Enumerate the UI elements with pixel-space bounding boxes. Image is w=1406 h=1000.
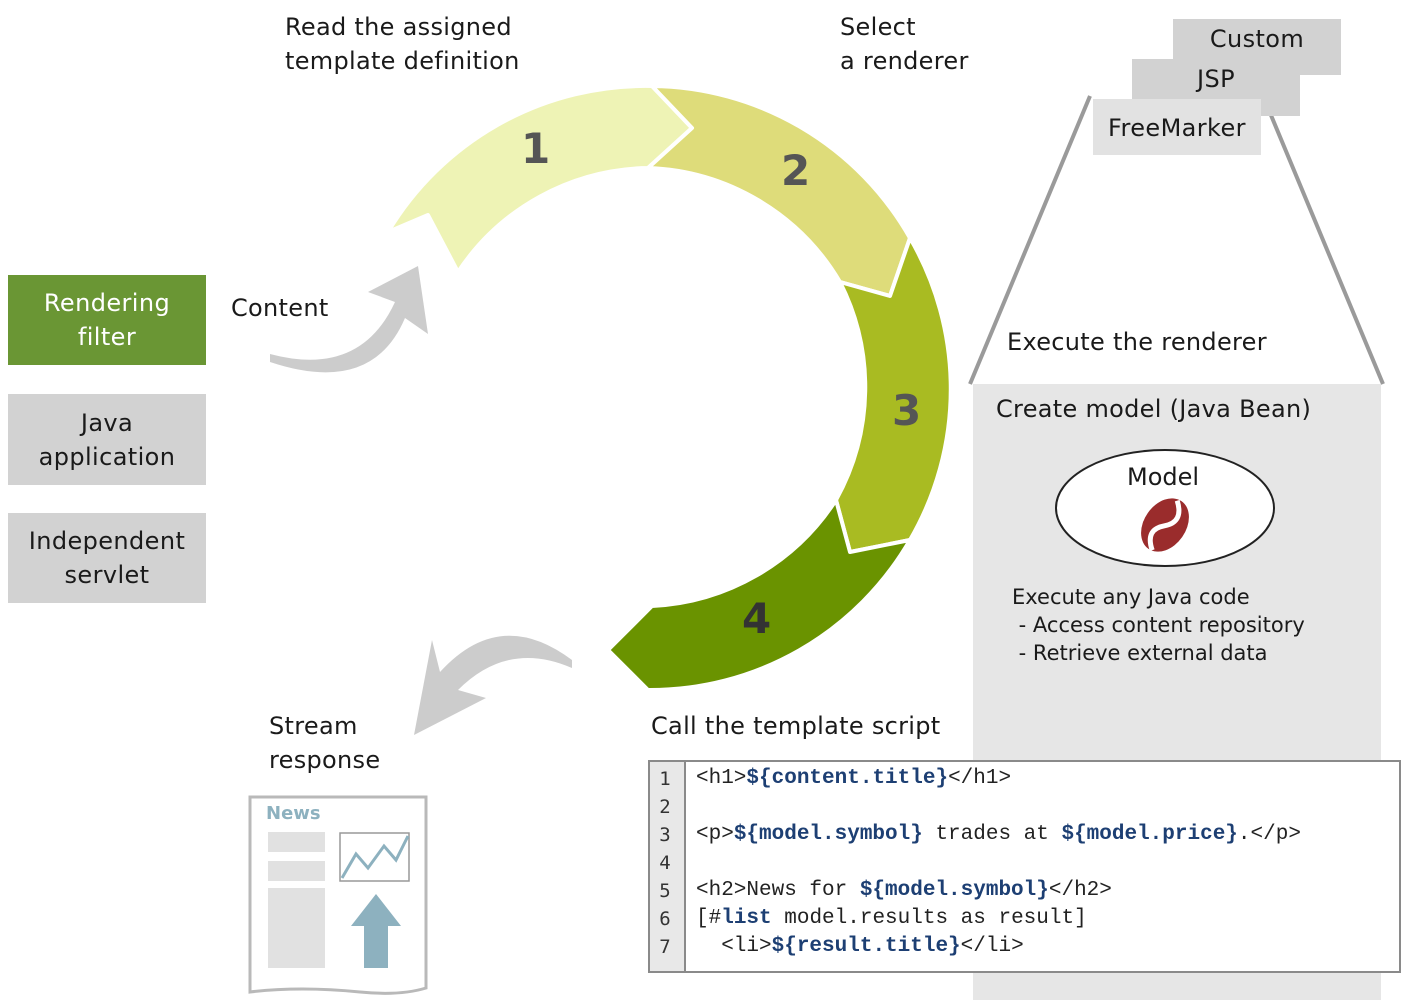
stream-response-label: Stream response bbox=[269, 709, 380, 777]
read-template-line-2: template definition bbox=[285, 47, 520, 75]
stream-response-line-2: response bbox=[269, 746, 381, 774]
execute-java-title: Execute any Java code bbox=[1012, 585, 1250, 609]
read-template-line-1: Read the assigned bbox=[285, 13, 512, 41]
code-text: </h2> bbox=[1048, 879, 1112, 902]
step-number-1: 1 bbox=[521, 124, 551, 173]
code-expression: list bbox=[721, 907, 772, 930]
content-arrow-icon bbox=[270, 266, 428, 373]
renderer-freemarker: FreeMarker bbox=[1093, 99, 1261, 155]
code-expression: ${model.price} bbox=[1061, 823, 1238, 846]
select-renderer-line-2: a renderer bbox=[840, 47, 969, 75]
rendering-filter-line-1: Rendering bbox=[43, 289, 171, 317]
line-number: 1 bbox=[659, 768, 671, 790]
independent-servlet-box: Independent servlet bbox=[8, 513, 206, 603]
line-number: 4 bbox=[659, 852, 671, 874]
code-text: <li> bbox=[696, 935, 772, 958]
create-model-title: Create model (Java Bean) bbox=[996, 395, 1312, 423]
stream-response-line-1: Stream bbox=[269, 712, 358, 740]
model-label: Model bbox=[1127, 463, 1200, 491]
select-renderer-label: Select a renderer bbox=[840, 10, 969, 78]
execute-java-item-1: - Access content repository bbox=[1012, 613, 1305, 637]
template-code-editor: 1 2 3 4 5 6 7 <h1>${content.title}</h1><… bbox=[648, 760, 1401, 973]
execute-renderer-label: Execute the renderer bbox=[1007, 328, 1267, 356]
code-line: <h1>${content.title}</h1> bbox=[696, 767, 1011, 790]
line-number: 2 bbox=[659, 796, 671, 818]
step-number-3: 3 bbox=[892, 386, 922, 435]
java-application-box: Java application bbox=[8, 394, 206, 485]
news-title: News bbox=[266, 803, 321, 824]
funnel-line-left bbox=[968, 95, 1092, 385]
code-text: [# bbox=[696, 907, 722, 930]
code-line: <p>${model.symbol} trades at ${model.pri… bbox=[696, 823, 1301, 846]
stream-arrow-icon bbox=[414, 635, 572, 735]
cycle-segment-4 bbox=[606, 498, 912, 693]
select-renderer-line-1: Select bbox=[840, 13, 916, 41]
code-text: </h1> bbox=[948, 767, 1012, 790]
code-expression: ${content.title} bbox=[746, 767, 949, 790]
execute-java-item-2: - Retrieve external data bbox=[1012, 641, 1268, 665]
step-number-4: 4 bbox=[742, 594, 772, 643]
code-text: <h1> bbox=[696, 767, 747, 790]
funnel-line-right bbox=[1261, 95, 1385, 385]
news-document-icon bbox=[248, 795, 428, 995]
java-application-line-1: Java bbox=[80, 408, 134, 437]
content-label: Content bbox=[231, 294, 329, 322]
code-text: model.results as result] bbox=[771, 907, 1087, 930]
line-number: 3 bbox=[659, 824, 671, 846]
independent-servlet-line-2: servlet bbox=[64, 561, 150, 589]
code-text: .</p> bbox=[1237, 823, 1301, 846]
java-application-line-2: application bbox=[38, 442, 176, 471]
step-number-2: 2 bbox=[781, 146, 811, 195]
code-line: [#list model.results as result] bbox=[696, 907, 1087, 930]
rendering-filter-line-2: filter bbox=[77, 323, 137, 351]
code-text: </li> bbox=[960, 935, 1024, 958]
code-gutter: 1 2 3 4 5 6 7 bbox=[650, 762, 686, 971]
code-text: trades at bbox=[922, 823, 1062, 846]
coffee-bean-icon bbox=[1141, 498, 1189, 552]
code-line: <li>${result.title}</li> bbox=[696, 935, 1024, 958]
execute-java-block: Execute any Java code - Access content r… bbox=[1012, 583, 1305, 667]
cycle-segment-1 bbox=[386, 83, 694, 274]
line-number: 6 bbox=[659, 908, 671, 930]
code-text: <h2>News for bbox=[696, 879, 860, 902]
model-node bbox=[1055, 449, 1275, 567]
rendering-filter-box: Rendering filter bbox=[8, 275, 206, 365]
read-template-label: Read the assigned template definition bbox=[285, 10, 520, 78]
code-expression: ${model.symbol} bbox=[859, 879, 1049, 902]
code-text: <p> bbox=[696, 823, 734, 846]
line-number: 5 bbox=[659, 880, 671, 902]
code-expression: ${model.symbol} bbox=[733, 823, 923, 846]
line-number: 7 bbox=[659, 936, 671, 958]
code-line: <h2>News for ${model.symbol}</h2> bbox=[696, 879, 1112, 902]
cycle-segment-2 bbox=[646, 84, 912, 298]
code-expression: ${result.title} bbox=[771, 935, 961, 958]
call-template-label: Call the template script bbox=[651, 712, 941, 740]
independent-servlet-line-1: Independent bbox=[28, 527, 186, 555]
